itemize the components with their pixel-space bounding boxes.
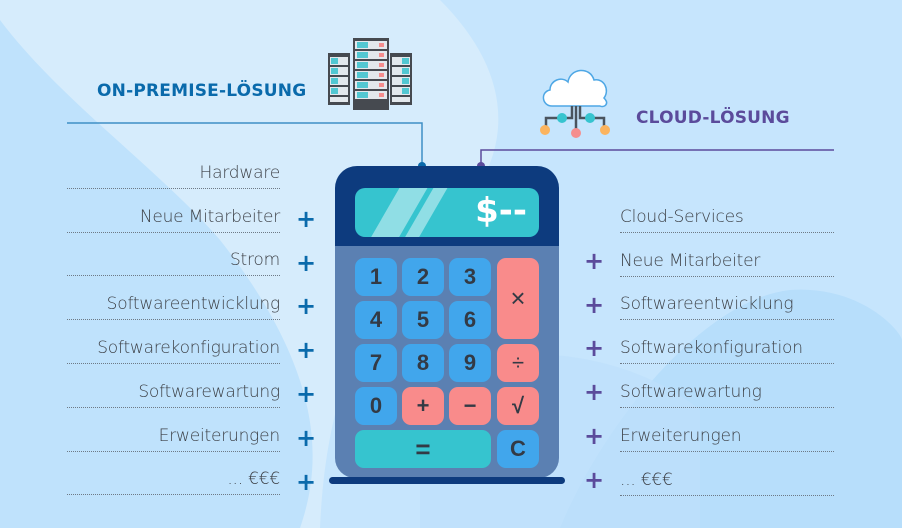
- on-premise-title: ON-PREMISE-LÖSUNG: [97, 81, 307, 101]
- cost-item-more-costs: ... €€€ +: [67, 452, 316, 496]
- plus-icon: +: [296, 467, 317, 496]
- server-rack-icon: [328, 38, 412, 110]
- cloud-title: CLOUD-LÖSUNG: [636, 108, 790, 128]
- cost-item-software-maintenance: Softwarewartung +: [67, 364, 316, 408]
- cost-item-cloud-services: Cloud-Services: [620, 189, 834, 233]
- calculator-base: [329, 477, 565, 484]
- cloud-network-icon: [540, 69, 610, 138]
- cost-label: Softwarewartung: [620, 381, 762, 402]
- calculator-illustration: $-- 1 2 3 × 4 5 6 7 8 9 ÷ 0 + − √ = C: [329, 166, 565, 484]
- cost-label: Hardware: [199, 162, 281, 183]
- key-equals: =: [355, 430, 491, 468]
- plus-icon: +: [296, 379, 317, 408]
- key-3: 3: [449, 258, 491, 296]
- plus-icon: +: [296, 292, 317, 321]
- plus-icon: +: [584, 290, 605, 319]
- key-multiply: ×: [497, 258, 539, 339]
- key-4: 4: [355, 301, 397, 339]
- cost-label: Strom: [229, 250, 280, 271]
- key-2: 2: [402, 258, 444, 296]
- key-clear: C: [497, 430, 539, 468]
- plus-icon: +: [584, 421, 605, 450]
- cost-label: ... €€€: [620, 469, 673, 490]
- key-minus: −: [449, 387, 491, 425]
- plus-icon: +: [584, 465, 605, 494]
- key-9: 9: [449, 344, 491, 382]
- key-0: 0: [355, 387, 397, 425]
- cost-label: Erweiterungen: [620, 425, 742, 446]
- key-5: 5: [402, 301, 444, 339]
- plus-icon: +: [584, 246, 605, 275]
- cost-label: Softwarekonfiguration: [97, 337, 280, 358]
- plus-icon: +: [296, 248, 317, 277]
- cost-label: Neue Mitarbeiter: [139, 206, 280, 227]
- cost-item-software-configuration: Softwarekonfiguration +: [584, 320, 834, 365]
- cost-label: Softwareentwicklung: [620, 294, 794, 315]
- on-premise-cost-list: Hardware Neue Mitarbeiter + Strom + Softwa…: [67, 145, 316, 496]
- plus-icon: +: [584, 378, 605, 407]
- plus-icon: +: [296, 336, 317, 365]
- cloud-cost-list: Cloud-Services Neue Mitarbeiter + Softwar…: [584, 189, 834, 496]
- cost-label: ... €€€: [227, 469, 280, 490]
- cost-label: Erweiterungen: [158, 425, 281, 446]
- cost-item-software-configuration: Softwarekonfiguration +: [67, 320, 316, 364]
- plus-icon: +: [296, 204, 317, 233]
- key-6: 6: [449, 301, 491, 339]
- cost-item-power: Strom +: [67, 233, 316, 277]
- cost-label: Softwarewartung: [138, 381, 280, 402]
- key-plus: +: [402, 387, 444, 425]
- cost-item-hardware: Hardware: [67, 145, 280, 189]
- cost-item-software-development: Softwareentwicklung +: [67, 276, 316, 321]
- plus-icon: +: [584, 334, 605, 363]
- key-divide: ÷: [497, 344, 539, 382]
- cost-label: Softwarekonfiguration: [620, 338, 803, 359]
- cost-item-new-employees: Neue Mitarbeiter +: [584, 233, 834, 277]
- key-7: 7: [355, 344, 397, 382]
- cost-item-software-development: Softwareentwicklung +: [584, 277, 834, 321]
- cost-item-extensions: Erweiterungen +: [584, 408, 834, 452]
- key-square-root: √: [497, 387, 539, 425]
- cost-item-software-maintenance: Softwarewartung +: [584, 364, 834, 408]
- cost-label: Softwareentwicklung: [106, 294, 281, 315]
- display-value: $--: [475, 191, 527, 231]
- key-1: 1: [355, 258, 397, 296]
- cost-item-extensions: Erweiterungen +: [67, 408, 316, 452]
- cost-item-more-costs: ... €€€ +: [584, 452, 834, 496]
- cost-item-new-employees: Neue Mitarbeiter +: [67, 189, 316, 233]
- cost-label: Cloud-Services: [620, 206, 744, 227]
- plus-icon: +: [296, 423, 317, 452]
- calculator-display: $--: [355, 188, 539, 237]
- cost-label: Neue Mitarbeiter: [620, 250, 761, 271]
- calculator-frame: $--: [335, 166, 559, 246]
- key-8: 8: [402, 344, 444, 382]
- calculator-keypad: 1 2 3 × 4 5 6 7 8 9 ÷ 0 + − √ = C: [335, 246, 559, 478]
